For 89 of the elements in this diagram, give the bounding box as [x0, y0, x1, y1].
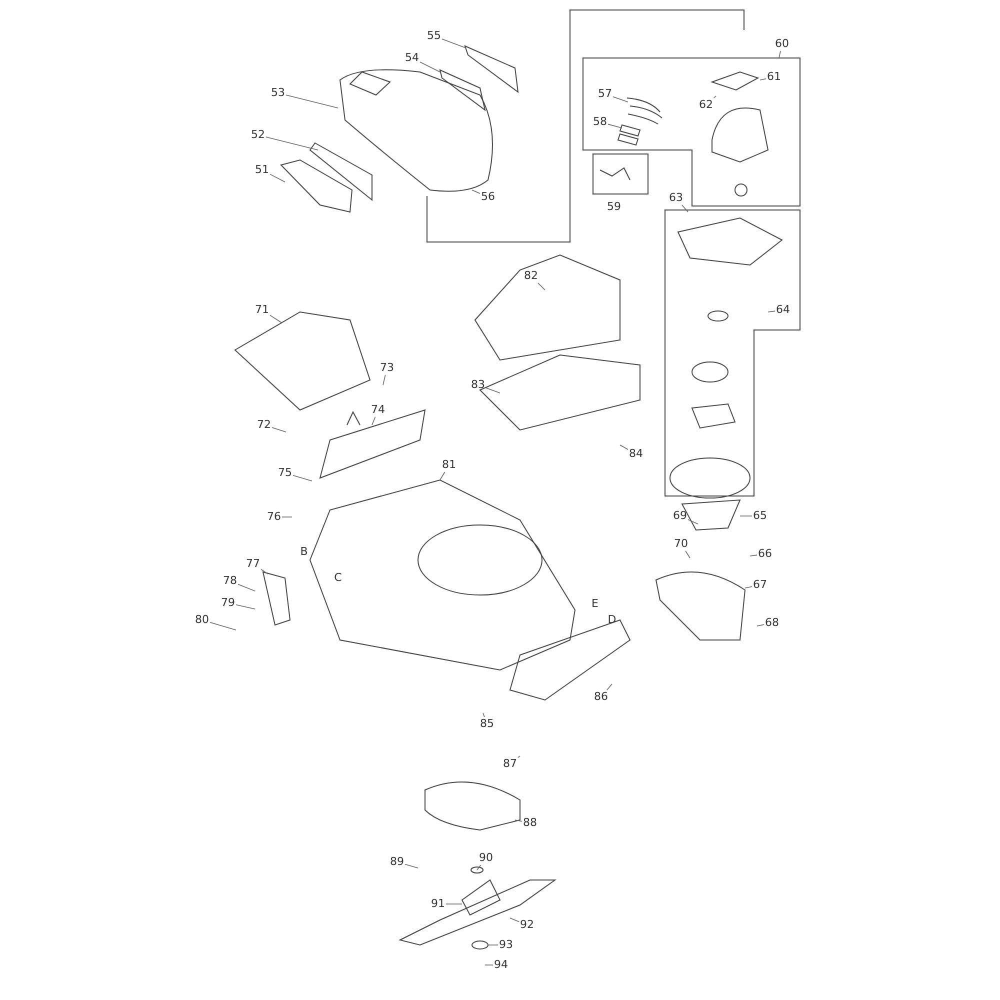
- leader-line: [488, 944, 498, 946]
- callout-number: 73: [380, 362, 394, 374]
- leader-line: [482, 712, 485, 718]
- callout-number: 93: [499, 939, 513, 951]
- leader-line: [382, 374, 386, 386]
- callout-number: 83: [471, 379, 485, 391]
- callout-number: 57: [598, 88, 612, 100]
- leader-line: [685, 550, 690, 558]
- leader-line: [476, 864, 482, 870]
- leader-line: [760, 78, 766, 80]
- callout-number: 62: [699, 99, 713, 111]
- leader-line: [606, 684, 612, 690]
- callout-number: 70: [674, 538, 688, 550]
- callout-number: 79: [221, 597, 235, 609]
- leader-line: [270, 174, 286, 182]
- leader-line: [286, 94, 338, 108]
- leader-line: [486, 388, 500, 394]
- leader-line: [266, 136, 318, 150]
- leader-line: [612, 96, 628, 102]
- callout-number: 82: [524, 270, 538, 282]
- callout-number: 75: [278, 467, 292, 479]
- callout-number: 71: [255, 304, 269, 316]
- callout-number: 90: [479, 852, 493, 864]
- callout-number: 85: [480, 718, 494, 730]
- leader-line: [270, 314, 282, 324]
- callout-number: 69: [673, 510, 687, 522]
- reference-letter: C: [334, 572, 342, 584]
- callout-number: 53: [271, 87, 285, 99]
- leader-line: [510, 918, 520, 922]
- callout-number: 65: [753, 510, 767, 522]
- callout-number: 59: [607, 201, 621, 213]
- leader-line: [484, 964, 494, 966]
- callout-number: 78: [223, 575, 237, 587]
- callout-number: 56: [481, 191, 495, 203]
- leader-line: [778, 50, 781, 58]
- callout-number: 55: [427, 30, 441, 42]
- callout-number: 92: [520, 919, 534, 931]
- callout-number: 84: [629, 448, 643, 460]
- leader-line: [514, 820, 522, 822]
- leader-line: [420, 62, 440, 72]
- leader-line: [518, 756, 520, 758]
- callout-number: 63: [669, 192, 683, 204]
- leader-line: [292, 474, 312, 482]
- callout-number: 54: [405, 52, 419, 64]
- leader-line: [282, 516, 292, 518]
- leader-line: [472, 190, 480, 194]
- callout-number: 89: [390, 856, 404, 868]
- callout-number: 58: [593, 116, 607, 128]
- leader-line: [372, 416, 376, 426]
- callout-number: 86: [594, 691, 608, 703]
- callout-number: 94: [494, 959, 508, 971]
- leader-line: [744, 586, 752, 588]
- leader-line: [442, 38, 466, 48]
- leader-line: [750, 554, 758, 556]
- callout-number: 76: [267, 511, 281, 523]
- callout-number: 67: [753, 579, 767, 591]
- leader-line: [272, 427, 286, 432]
- leader-line: [688, 519, 698, 524]
- leader-line: [236, 604, 256, 610]
- leader-line: [238, 584, 256, 592]
- reference-letter: D: [608, 614, 616, 626]
- callout-number: 60: [775, 38, 789, 50]
- callout-number: 68: [765, 617, 779, 629]
- callout-number: 77: [246, 558, 260, 570]
- callout-number: 87: [503, 758, 517, 770]
- reference-letter: E: [592, 598, 598, 610]
- reference-letter: B: [300, 546, 308, 558]
- leader-line: [756, 624, 764, 626]
- leader-line: [440, 472, 446, 480]
- callout-number: 80: [195, 614, 209, 626]
- leader-line: [713, 96, 716, 98]
- callout-number: 74: [371, 404, 385, 416]
- callout-number: 81: [442, 459, 456, 471]
- callout-number: 51: [255, 164, 269, 176]
- callout-number: 66: [758, 548, 772, 560]
- callout-number: 91: [431, 898, 445, 910]
- callout-number: 52: [251, 129, 265, 141]
- callout-number: 61: [767, 71, 781, 83]
- leader-line: [538, 282, 546, 290]
- leader-line: [768, 310, 776, 312]
- leader-line: [210, 622, 236, 630]
- leader-line: [608, 124, 622, 128]
- leader-line: [260, 568, 268, 574]
- callout-number: 88: [523, 817, 537, 829]
- leader-line: [404, 864, 418, 868]
- callout-number: 64: [776, 304, 790, 316]
- leader-line: [682, 204, 688, 212]
- leader-line: [620, 444, 628, 450]
- callout-number: 72: [257, 419, 271, 431]
